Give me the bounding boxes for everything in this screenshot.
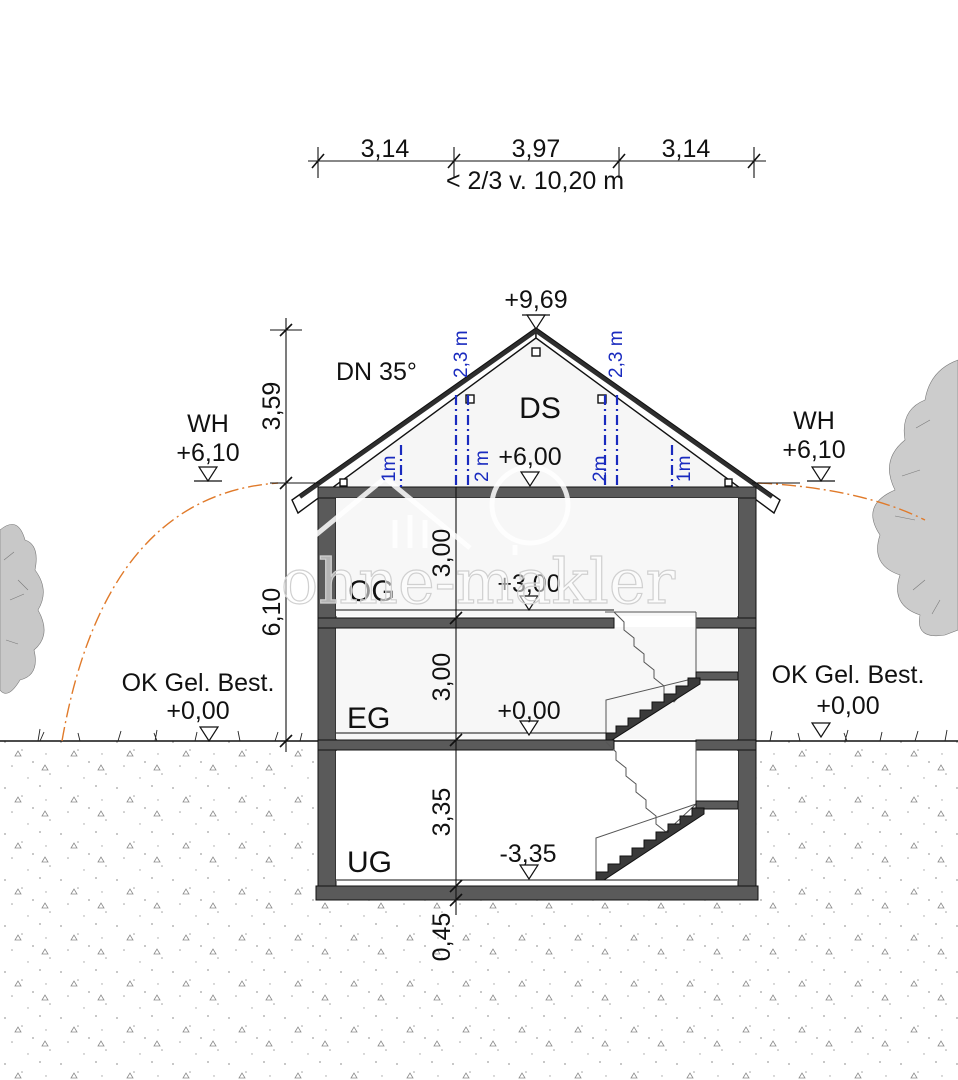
dim-og-height: 3,00: [428, 529, 456, 578]
dim-roof-height: 3,59: [258, 382, 286, 431]
roof-pitch: DN 35°: [336, 358, 417, 386]
slab-eg-right: [695, 739, 757, 751]
floor-ug-level: -3,35: [500, 840, 557, 868]
dim-eg-height: 3,00: [428, 653, 456, 702]
clearance-left-23: 2,3 m: [451, 330, 472, 378]
slab-eg: [317, 739, 615, 751]
staircase-ug-eg-dark: [595, 807, 705, 881]
slab-og-right: [695, 617, 757, 629]
eave-left-level: +6,10: [176, 439, 239, 467]
dim-foundation-height: 0,45: [428, 913, 456, 962]
slab-og: [317, 617, 615, 629]
house-logo-icon: [298, 464, 571, 555]
distance-arc-left: [61, 482, 279, 742]
dim-top-3: 3,14: [662, 135, 711, 163]
staircase-ug-eg: [595, 741, 739, 880]
dim-top-1: 3,14: [361, 135, 410, 163]
tree-icon: [872, 359, 958, 637]
floor-eg-level: +0,00: [497, 697, 560, 725]
dim-ug-height: 3,35: [428, 788, 456, 837]
floor-eg-name: EG: [347, 702, 390, 735]
attic-space: [320, 338, 752, 487]
tree-icon: [0, 524, 45, 694]
dimension-lines: [270, 147, 800, 915]
clearance-right-2m: 2m: [590, 456, 611, 482]
ground-right-level: +0,00: [816, 692, 879, 720]
grass-ticks: [37, 728, 948, 742]
eave-left-label: WH: [187, 410, 229, 438]
staircase-eg-og-dark: [605, 677, 701, 741]
eave-right-level: +6,10: [782, 436, 845, 464]
ridge-level: +9,69: [504, 286, 567, 314]
dim-top-2: 3,97: [512, 135, 561, 163]
watermark-text: ohne-makler: [281, 545, 676, 618]
clearance-right-23: 2,3 m: [606, 330, 627, 378]
eave-right-label: WH: [793, 407, 835, 435]
foundation-slab: [315, 885, 759, 901]
wall-right: [737, 497, 757, 891]
attic-level: +6,00: [498, 443, 561, 471]
clearance-left-1m: 1m: [379, 456, 400, 482]
attic-label: DS: [519, 392, 561, 425]
dim-wall-height: 6,10: [258, 588, 286, 637]
dim-top-note: < 2/3 v. 10,20 m: [446, 167, 624, 195]
ground-left-level: +0,00: [166, 697, 229, 725]
level-marker-icon: [194, 314, 835, 881]
distance-arc-right: [757, 482, 926, 521]
clearance-lines: [399, 395, 674, 487]
floor-og-name: OG: [348, 575, 395, 608]
ground-left-label: OK Gel. Best.: [122, 669, 275, 697]
clearance-left-2m: 2 m: [472, 450, 493, 482]
floor-og-level: +3,00: [497, 570, 560, 598]
floor-ug-name: UG: [347, 846, 392, 879]
attic-slab: [317, 486, 757, 499]
ground-right-label: OK Gel. Best.: [772, 661, 925, 689]
clearance-right-1m: 1m: [674, 456, 695, 482]
